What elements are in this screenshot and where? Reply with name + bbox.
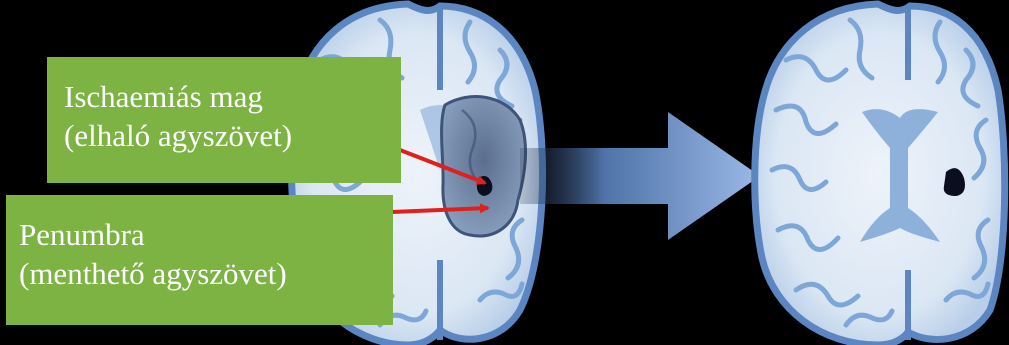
- penumbra-label: Penumbra (menthető agyszövet): [6, 195, 393, 325]
- penumbra-title: Penumbra: [19, 215, 393, 254]
- ischemic-region: [442, 97, 526, 236]
- brain-after-icon: [755, 4, 1005, 345]
- penumbra-subtitle: (menthető agyszövet): [19, 254, 393, 293]
- ischemic-core-title: Ischaemiás mag: [64, 77, 401, 116]
- ischemic-core-subtitle: (elhaló agyszövet): [64, 116, 401, 155]
- ischemic-core-label: Ischaemiás mag (elhaló agyszövet): [47, 57, 401, 183]
- transition-arrow-icon: [520, 112, 760, 240]
